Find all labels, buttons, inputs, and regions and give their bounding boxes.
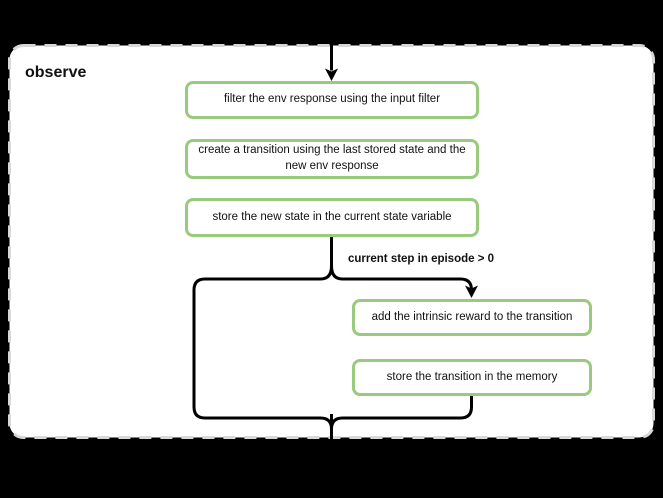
node-filter-response: filter the env response using the input … [185, 81, 479, 119]
node-create-transition: create a transition using the last store… [185, 139, 479, 179]
edge-branch-right [330, 265, 473, 291]
node-store-state: store the new state in the current state… [185, 198, 479, 237]
node-store-transition: store the transition in the memory [352, 359, 592, 396]
group-title: observe [25, 64, 87, 81]
entry-arrowhead-icon [325, 68, 338, 81]
node-add-intrinsic-reward: add the intrinsic reward to the transiti… [352, 299, 592, 336]
edge-bypass-left [192, 265, 333, 430]
branch-arrowhead-icon [465, 285, 478, 298]
condition-label: current step in episode > 0 [348, 253, 495, 265]
